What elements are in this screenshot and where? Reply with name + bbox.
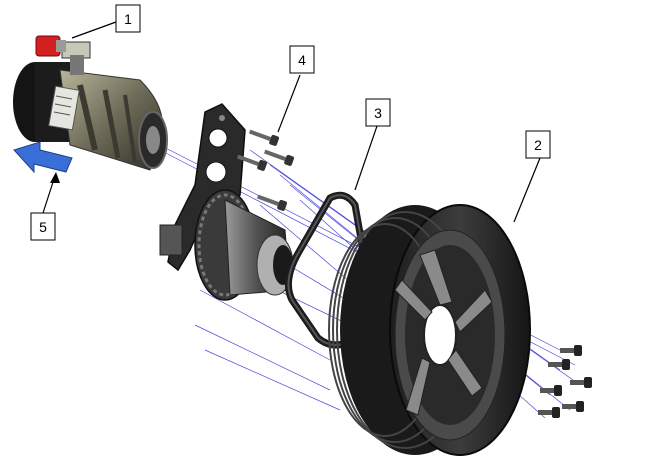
callout-1-label: 1 (124, 11, 132, 27)
callout-3: 3 (365, 98, 391, 127)
callout-2-label: 2 (534, 137, 542, 153)
direction-arrow-icon (13, 141, 73, 174)
bracket-bolts-icon (236, 129, 295, 211)
motor-icon (13, 41, 168, 171)
callout-2: 2 (525, 130, 551, 159)
sprocket-icon (159, 189, 294, 301)
callout-5-label: 5 (39, 219, 47, 235)
callout-3-label: 3 (374, 105, 382, 121)
callout-4-label: 4 (298, 52, 306, 68)
red-fitting-icon (35, 35, 66, 57)
pulley-wheel-icon (328, 204, 531, 456)
bracket-icon (167, 103, 246, 272)
callout-1: 1 (115, 4, 141, 33)
callout-5: 5 (30, 212, 56, 241)
callout-4: 4 (289, 45, 315, 74)
wheel-bolts-icon (538, 345, 592, 418)
leader-lines (42, 21, 541, 223)
